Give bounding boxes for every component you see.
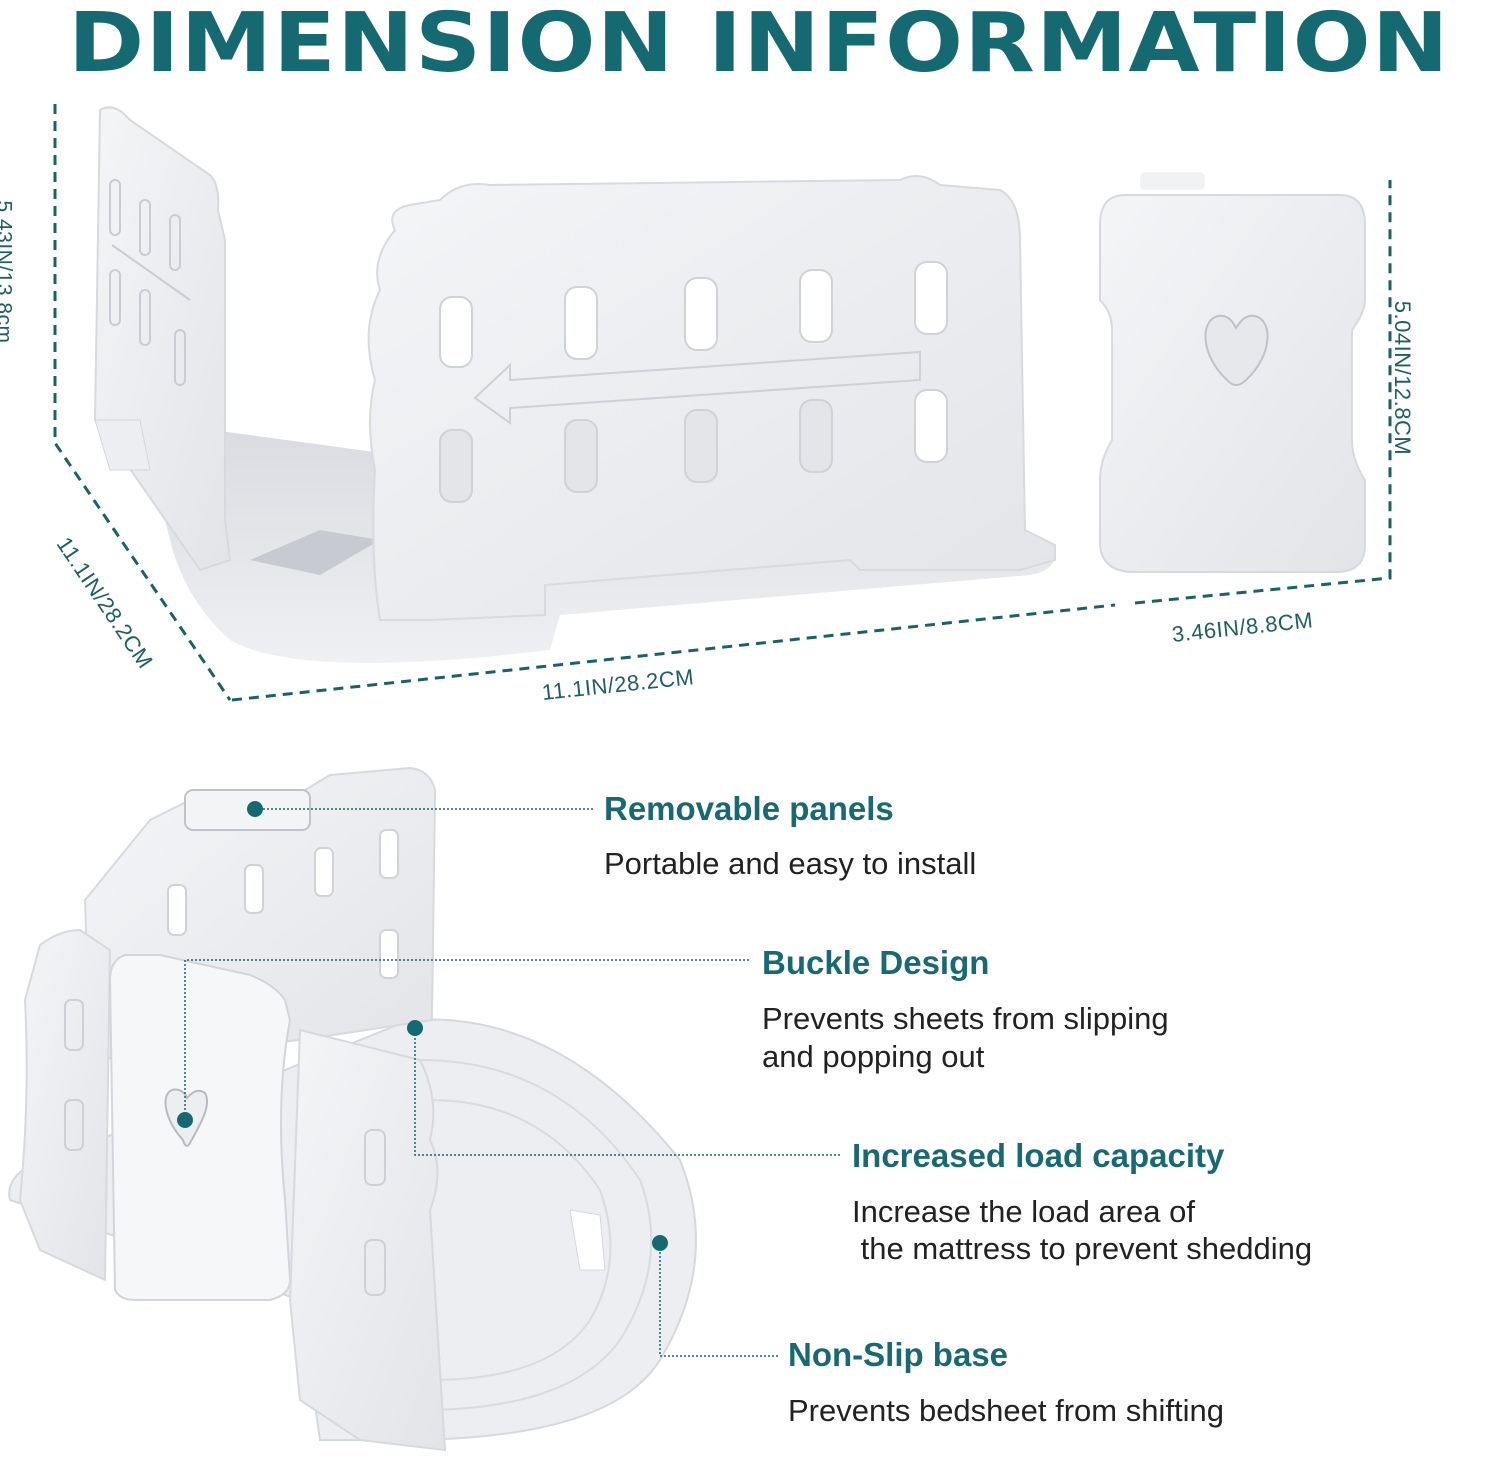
buckle-clip-top bbox=[1099, 172, 1366, 573]
callout-line-load bbox=[414, 1030, 840, 1156]
feature-title: Buckle Design bbox=[762, 944, 990, 981]
feature-description: the mattress to prevent shedding bbox=[852, 1231, 1313, 1266]
feature-description: Prevents bedsheet from shifting bbox=[788, 1393, 1224, 1428]
callout-dot-base bbox=[652, 1235, 668, 1251]
front-panel-top bbox=[367, 175, 1056, 621]
callout-line-buckle bbox=[184, 959, 750, 1110]
callout-dots bbox=[177, 801, 668, 1251]
callout-dot-load bbox=[407, 1020, 423, 1036]
side-panel-top bbox=[93, 106, 232, 572]
callout-dot-buckle bbox=[177, 1112, 193, 1128]
feature-title: Removable panels bbox=[604, 790, 894, 827]
height-dimension-line bbox=[53, 104, 232, 701]
dimension-lines bbox=[53, 104, 1392, 702]
callout-line-base bbox=[659, 1248, 780, 1357]
feature-title: Non-Slip base bbox=[788, 1336, 1009, 1373]
width-dimension-line bbox=[231, 603, 1116, 702]
callout-lines bbox=[184, 808, 840, 1357]
feature-description: Portable and easy to install bbox=[604, 846, 977, 881]
callout-dot-removable bbox=[247, 801, 263, 817]
arrow-emboss bbox=[473, 350, 921, 425]
dimension-label-height: 5.43IN/13.8cm bbox=[0, 200, 16, 344]
feature-title: Increased load capacity bbox=[852, 1137, 1225, 1174]
feature-description: Increase the load area of bbox=[852, 1194, 1195, 1229]
assembled-product bbox=[8, 766, 697, 1452]
heart-icon bbox=[1204, 314, 1269, 386]
page-title: DIMENSION INFORMATION bbox=[68, 0, 1450, 91]
buckle-width-dimension-line bbox=[1134, 180, 1392, 605]
feature-description: and popping out bbox=[762, 1039, 985, 1074]
dimension-label-buckle-height: 5.04IN/12.8CM bbox=[1390, 300, 1416, 456]
feature-description: Prevents sheets from slipping bbox=[762, 1001, 1169, 1036]
